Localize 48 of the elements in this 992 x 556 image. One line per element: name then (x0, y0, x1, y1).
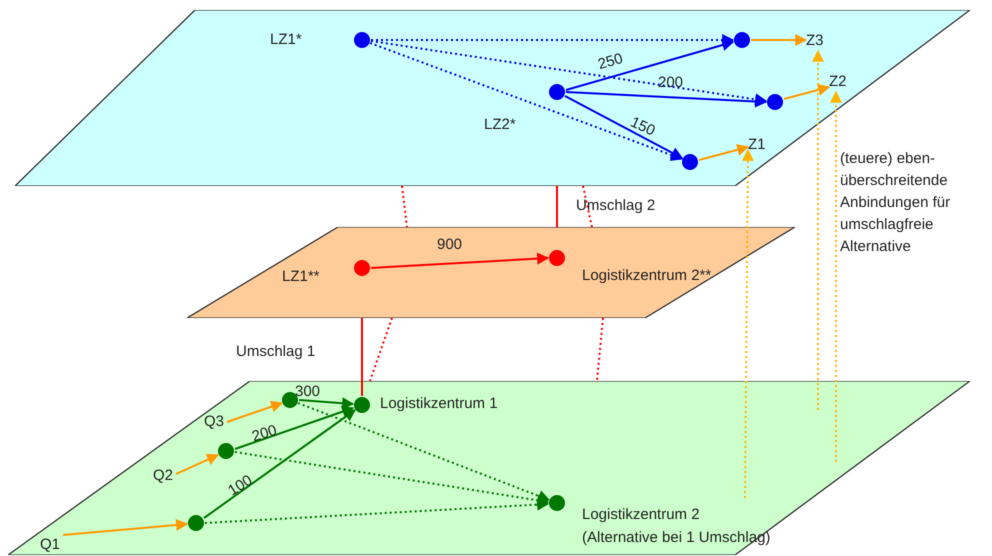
arrow (298, 402, 550, 502)
edge-label: 200 (250, 420, 280, 448)
node-label: Q2 (153, 466, 174, 486)
node-label: Z2 (829, 72, 847, 92)
arrow (564, 95, 684, 159)
node-label: Logistikzentrum 1 (380, 394, 498, 414)
arrow (370, 42, 684, 161)
arrow (830, 90, 842, 462)
node-label: Logistikzentrum 2 (582, 505, 700, 525)
edge-label: 150 (626, 112, 658, 142)
edge-label: 900 (437, 235, 462, 255)
connector-line (596, 318, 604, 382)
node-label: LZ1* (270, 30, 302, 50)
node-label: Q1 (40, 535, 60, 555)
arrow (566, 91, 768, 108)
arrow (742, 148, 754, 498)
node-label: LZ2* (484, 115, 516, 135)
arrow (234, 406, 354, 450)
connector-line (369, 318, 393, 382)
edge-label: 200 (658, 73, 684, 93)
arrow (371, 34, 734, 46)
edge-label: Umschlag 1 (236, 342, 316, 362)
edge-label: Umschlag 2 (576, 196, 656, 216)
edge-label: 100 (224, 470, 256, 502)
connector-line (582, 186, 593, 228)
node-label: LZ1** (282, 267, 320, 287)
arrow (62, 518, 188, 536)
arrow (370, 40, 768, 106)
edge-label: 300 (295, 382, 320, 402)
arrow (298, 397, 354, 410)
arrow (226, 400, 284, 423)
node-label: Z1 (748, 135, 766, 155)
node-label: Z3 (806, 31, 824, 51)
arrow (698, 144, 750, 161)
arrow (784, 84, 830, 100)
arrow (176, 454, 220, 475)
arrow (234, 451, 550, 506)
arrow (812, 50, 824, 410)
arrow (370, 252, 550, 269)
edge-label: 250 (596, 48, 626, 76)
arrow (566, 39, 734, 91)
arrow (203, 409, 356, 519)
arrow (204, 498, 550, 524)
node-label: Q3 (204, 412, 224, 432)
connector-line (401, 186, 408, 228)
note-text: (teuere) eben- überschreitende Anbindungen für umschlagfreie Alternative (840, 149, 952, 257)
arrow (751, 34, 808, 46)
node-label: Logistikzentrum 2** (582, 266, 712, 286)
